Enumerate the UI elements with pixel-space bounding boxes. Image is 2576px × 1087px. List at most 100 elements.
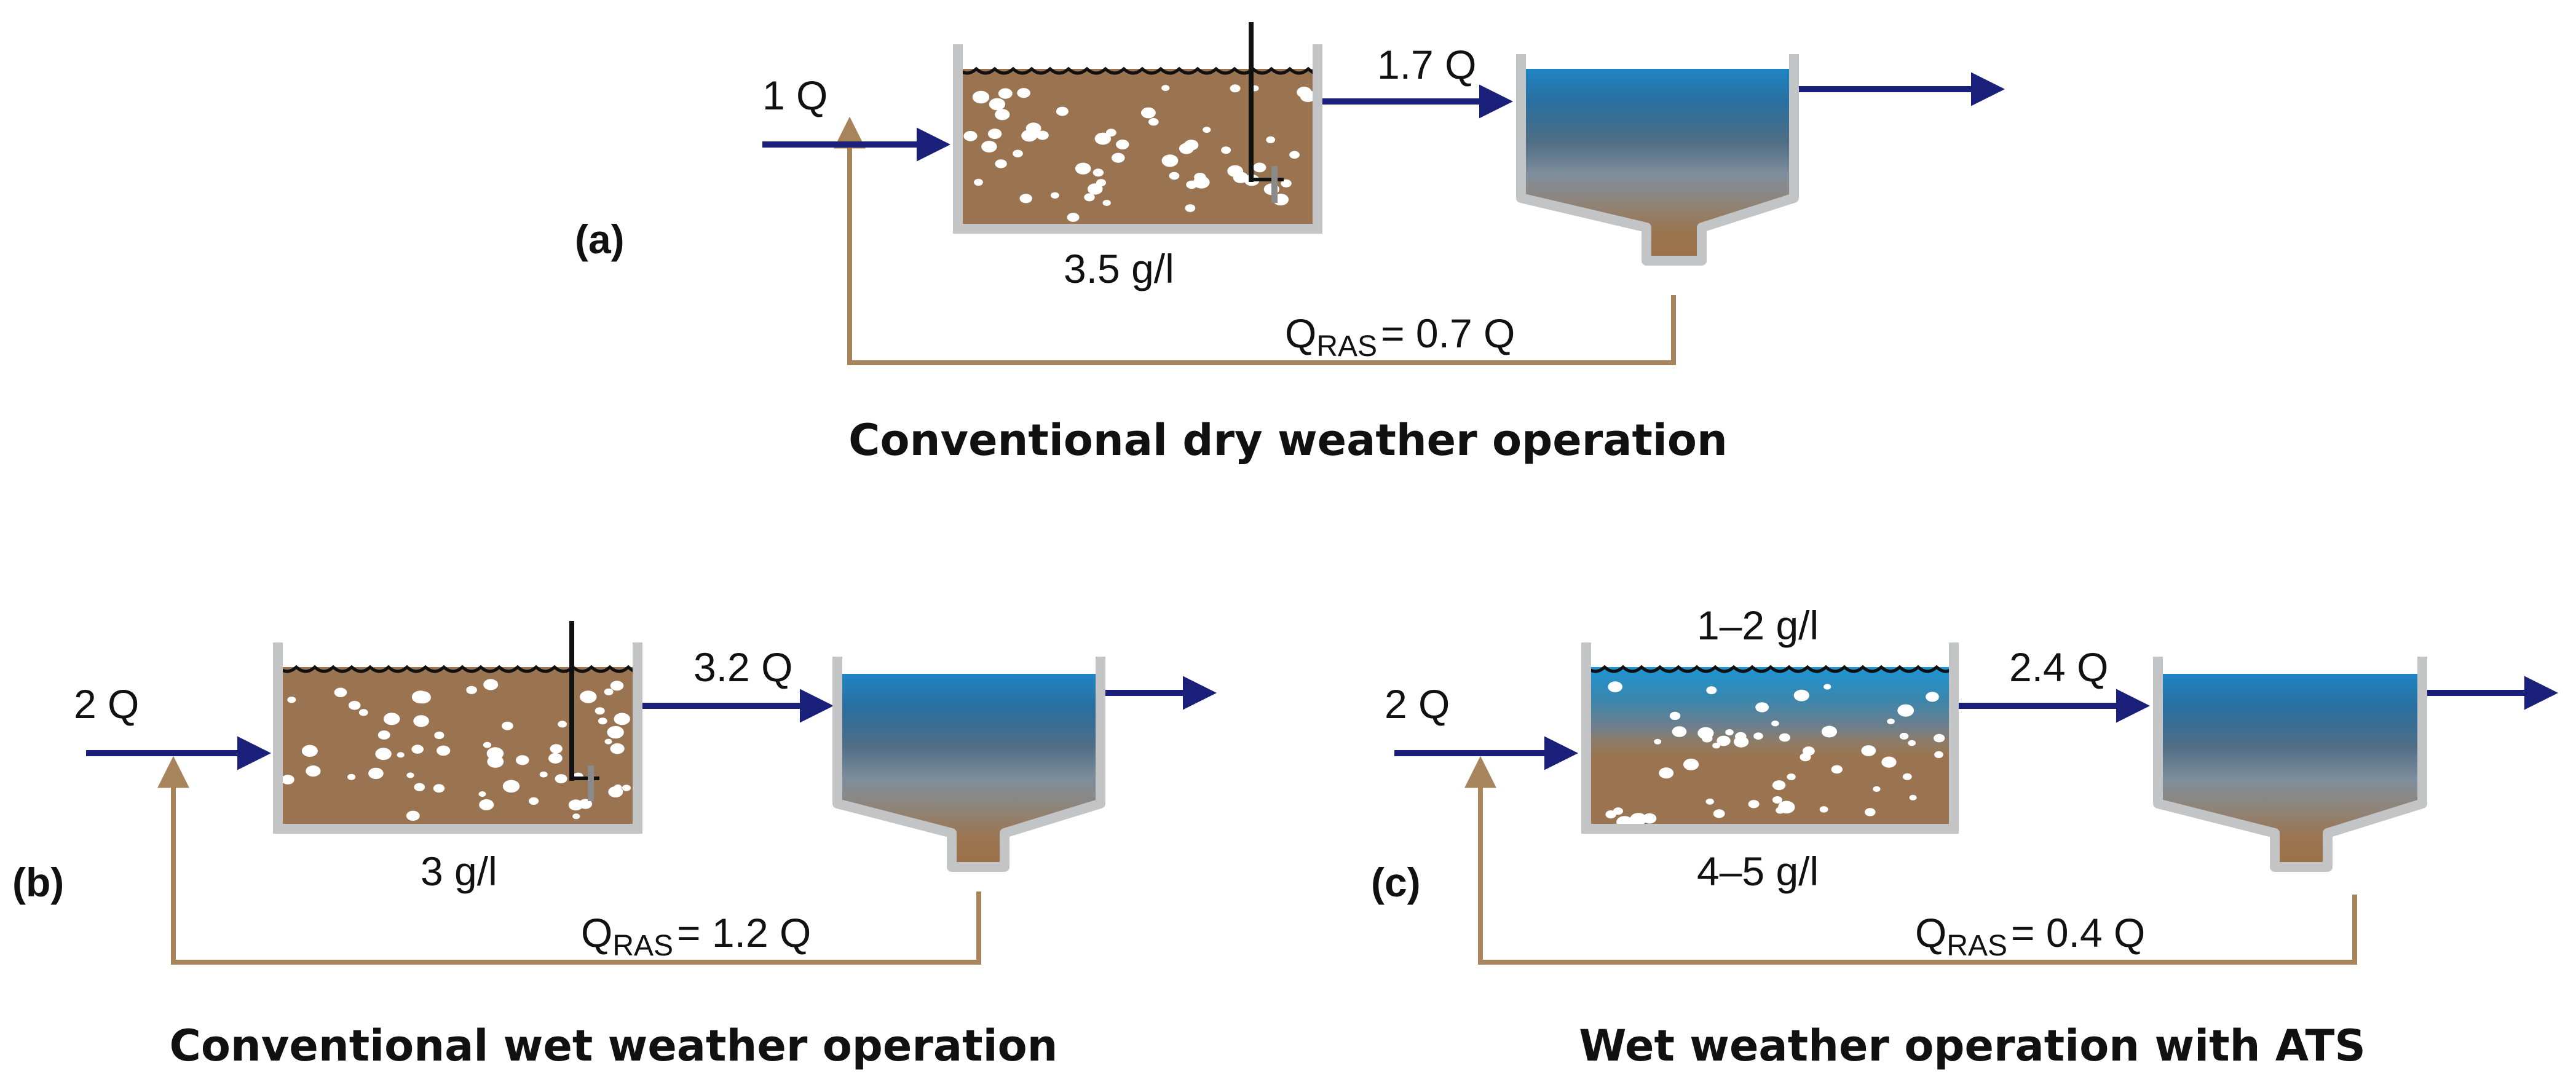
bubble [1705,798,1714,805]
water-surface [957,66,1319,75]
bubble [1831,765,1843,774]
bubble [483,741,492,748]
bubble [1713,809,1725,818]
bubble [1793,689,1809,702]
panel-b: 2 Q 3.2 Q 3 g/l (b) QRAS= 1.2 Q Conventi… [12,621,1217,1071]
bubble [413,715,429,727]
mixer-icon [569,621,599,801]
bubble [383,713,400,725]
bubble [598,717,607,725]
bubble [1116,140,1129,149]
bubble [1861,745,1876,756]
panel-caption: Conventional wet weather operation [169,1021,1057,1071]
bubble [1778,800,1795,814]
bubble [287,697,296,703]
bubble [1902,773,1912,780]
panel-label: (a) [575,216,625,262]
bubble [1659,767,1674,779]
bubble [411,745,424,754]
bubble [516,755,529,765]
bubble [1897,704,1914,717]
outflow-label: 2.4 Q [2009,644,2108,690]
panel-caption: Wet weather operation with ATS [1579,1021,2365,1071]
bubble [595,707,605,715]
bubble [1056,106,1069,116]
panel-label: (b) [12,860,64,905]
outflow-label: 3.2 Q [693,644,792,690]
bubble [486,747,504,760]
inflow-label: 2 Q [74,681,139,727]
clarifier-icon [2153,657,2427,872]
bubble [1934,751,1943,758]
bubble [483,679,499,690]
bubble [548,753,563,764]
bubble [1772,780,1786,791]
bubble [963,131,978,141]
bubble [1672,726,1687,737]
bubble [1800,753,1811,762]
bubble [466,686,477,694]
bubble [1630,813,1647,826]
inflow-label: 1 Q [762,73,828,118]
bubble [608,786,623,797]
bubble [550,744,563,754]
bubble [1096,179,1106,187]
bubble [1169,172,1180,180]
bubble [1706,686,1717,695]
bubble [1102,200,1111,206]
bubble [1221,146,1231,154]
bubble [1873,786,1881,792]
bubble [406,772,414,778]
bubble [502,780,520,793]
bubble [1017,88,1030,98]
bubble [1755,702,1769,713]
panel-caption: Conventional dry weather operation [848,415,1728,465]
bubble [368,767,384,780]
bubble [1185,204,1196,212]
bubble [604,688,614,695]
bubble [580,690,597,703]
aeration-tank-icon [1581,642,1959,834]
bubble [1823,684,1831,690]
bubble [1148,118,1159,126]
bubble [1787,773,1796,780]
bubble [1084,193,1095,202]
bubble [568,799,583,811]
bubble [1021,130,1038,142]
aeration-tank-icon [273,621,642,834]
bubble [397,752,405,758]
bubble [1092,168,1104,177]
bubble [1067,213,1080,222]
bubble [1819,806,1828,813]
bubble [375,748,392,761]
bubble [478,791,486,797]
bubble [1771,721,1779,727]
panel-a: 1 Q 1.7 Q 3.5 g/l (a) QRAS= 0.7 Q Conven… [575,22,2005,465]
bubble [1297,86,1312,98]
bubble [1908,740,1916,746]
bubble [1725,729,1734,736]
bubble [558,721,567,728]
bubble [614,713,630,725]
bubble [502,721,513,730]
bubble [555,774,567,784]
bubble [1266,136,1276,143]
bubble [1772,796,1782,804]
bubble [1194,173,1206,182]
bubble [995,109,1010,121]
bubble [1753,732,1763,740]
bubble [1019,194,1032,204]
bubble [972,90,990,104]
bubble [1088,183,1103,195]
bubble [989,98,1006,111]
aeration-bubbles [281,679,631,821]
clarifier-icon [832,657,1105,872]
bubble [1253,162,1266,173]
clarifier-icon [1516,54,1799,266]
return-sludge-line-icon [1464,756,2357,965]
bubble [1289,151,1300,159]
bubble [433,784,445,793]
bubble [1184,140,1199,151]
bubble [479,799,494,810]
